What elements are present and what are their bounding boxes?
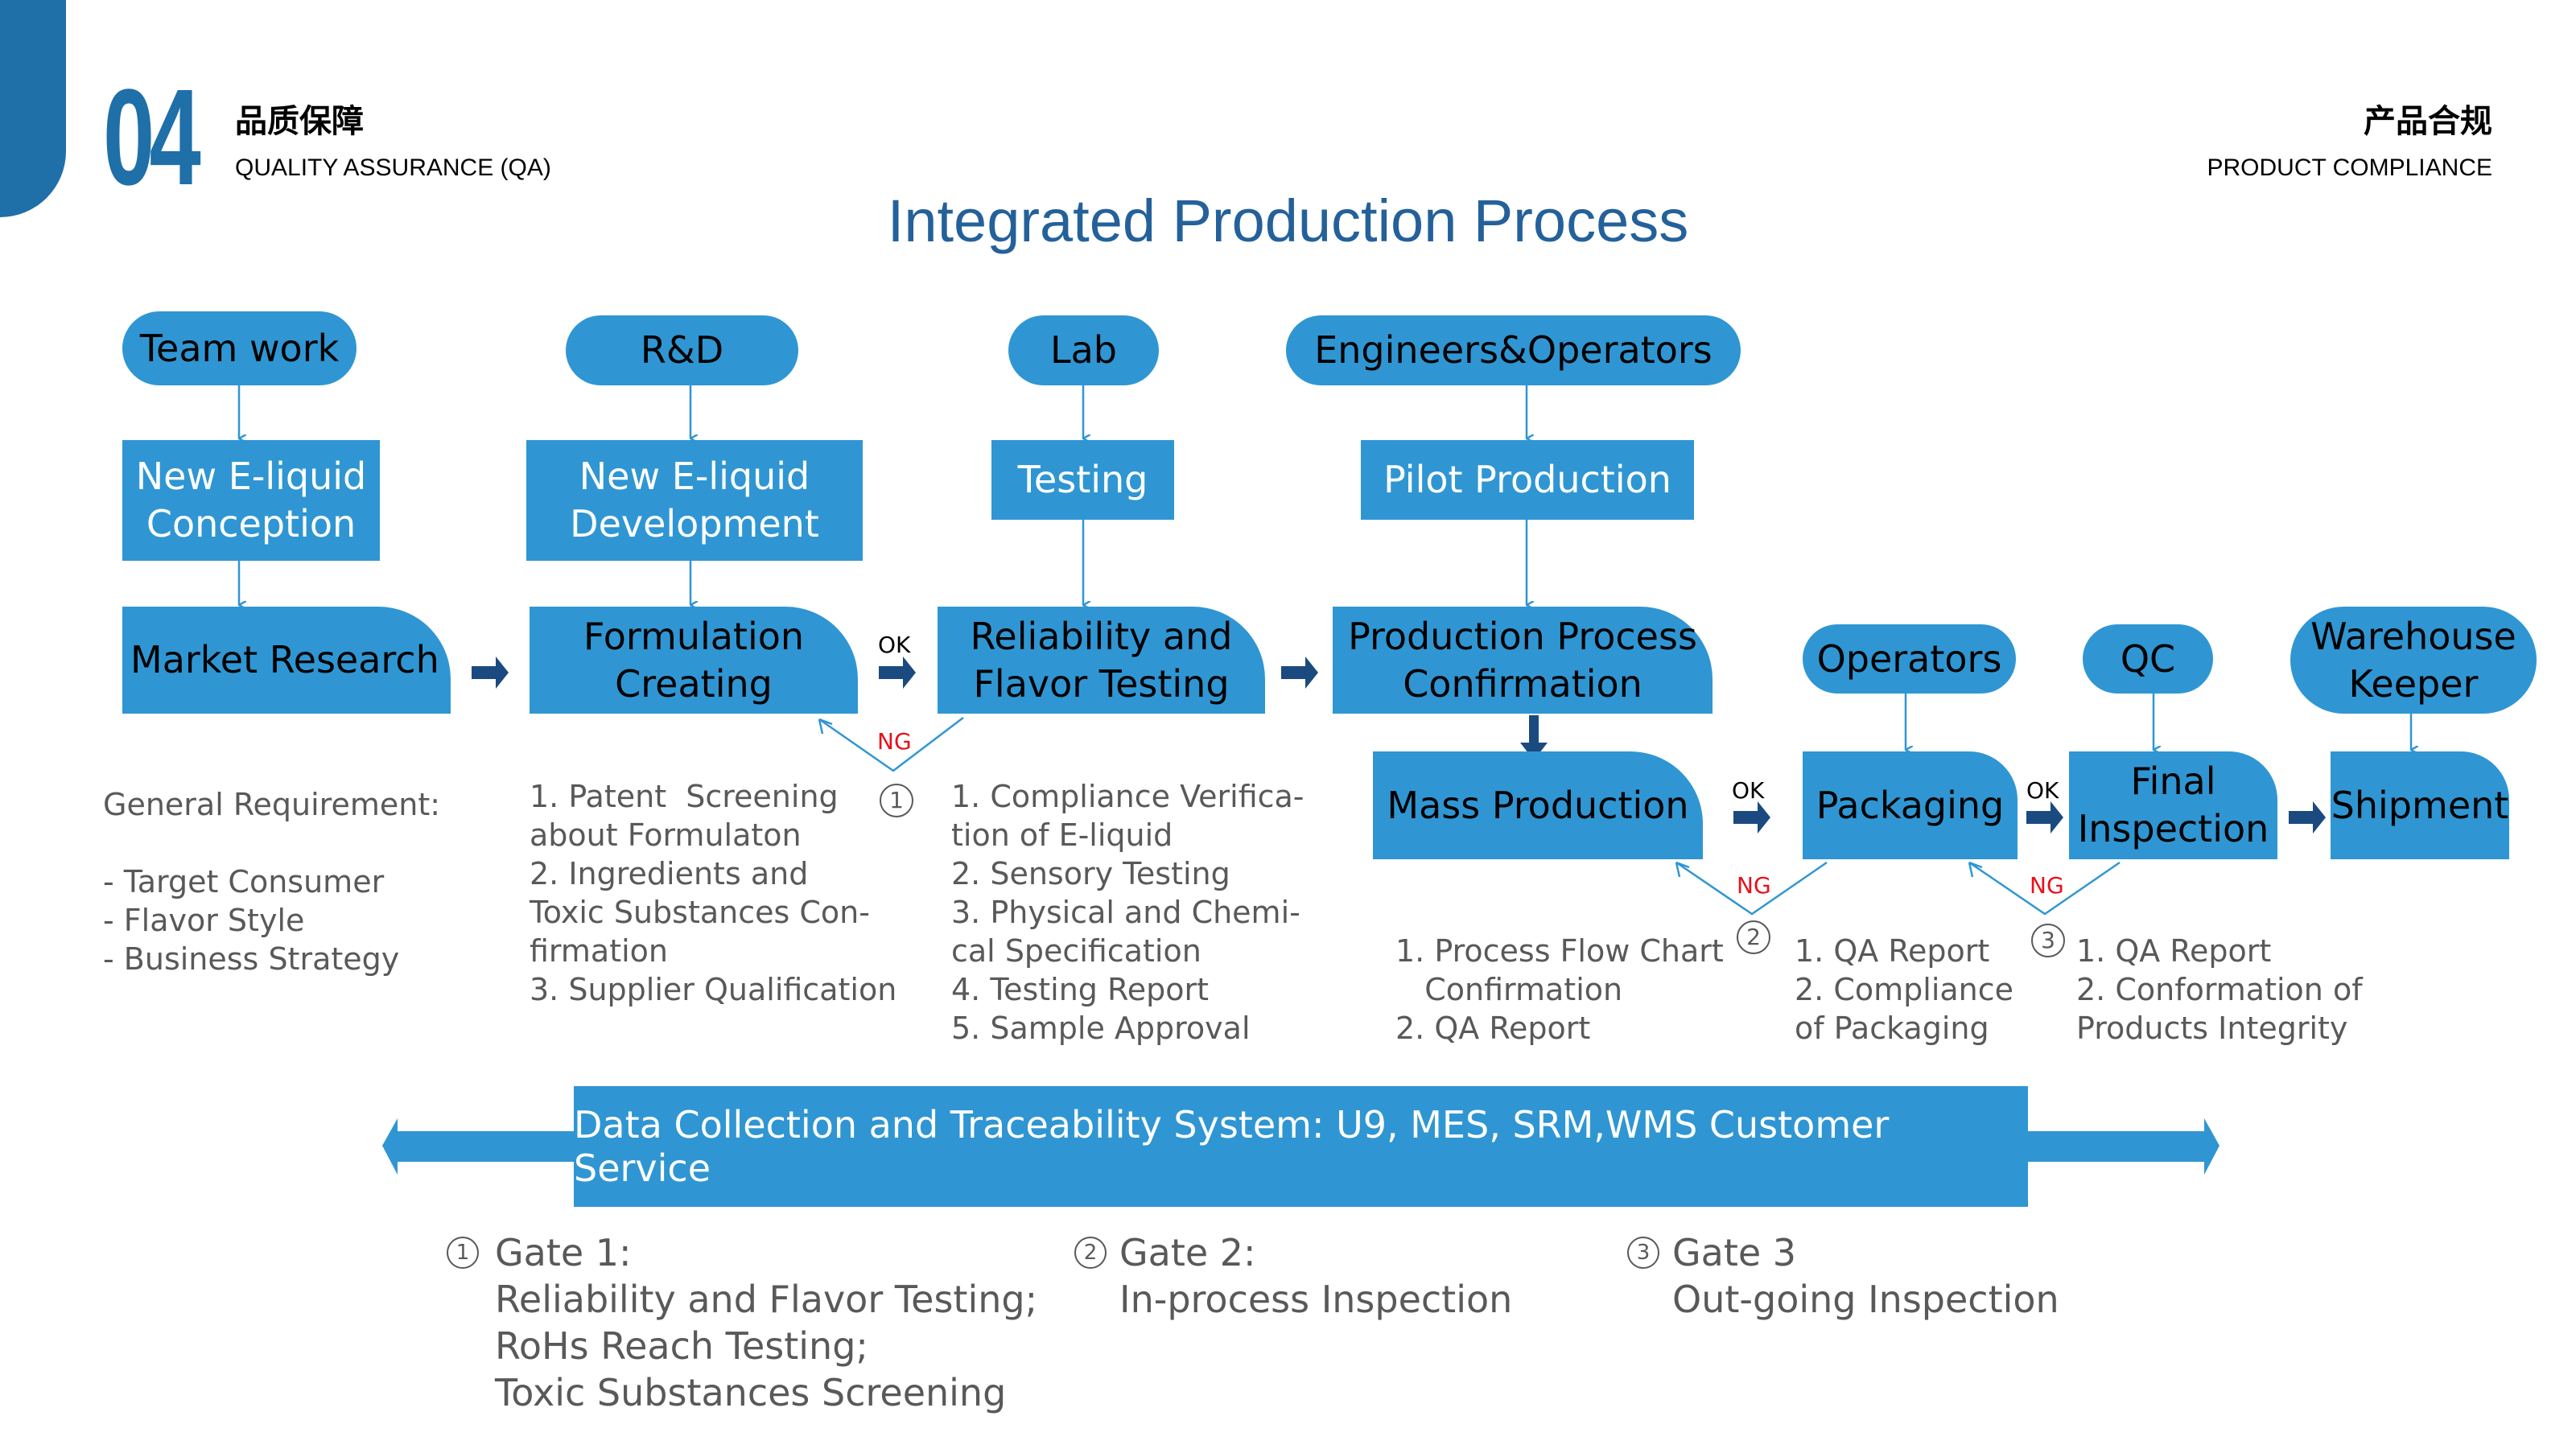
gate-legend-3-marker: 3 (1627, 1237, 1659, 1269)
step-mass-production: Mass Production (1373, 751, 1703, 859)
gate-legend-1-marker: 1 (447, 1237, 479, 1269)
ng-label-gate1: NG (877, 728, 912, 755)
gate-legend-2-marker: 2 (1074, 1237, 1107, 1269)
section-title-en: QUALITY ASSURANCE (QA) (235, 154, 551, 181)
step-packaging: Packaging (1803, 751, 2018, 859)
ok-label-mass: OK (1732, 777, 1765, 804)
block-arrow-market-formulation (472, 657, 509, 689)
right-title-en: PRODUCT COMPLIANCE (2207, 154, 2493, 181)
ng-label-gate2: NG (1737, 872, 1771, 899)
note-market-research: General Requirement: - Target Consumer -… (103, 787, 441, 977)
block-arrow-ppc-mass (1520, 715, 1548, 760)
gate3-marker: 3 (2031, 924, 2065, 957)
role-qc: QC (2083, 624, 2213, 694)
ng-loop-gate1 (818, 717, 964, 772)
step-market-research: Market Research (122, 607, 451, 714)
ng-loop-gate2-head (1675, 861, 1690, 878)
role-operators: Operators (1803, 624, 2016, 694)
gate-legend-3-body: Out-going Inspection (1672, 1278, 2059, 1321)
step-testing: Testing (991, 440, 1174, 520)
role-warehouse-keeper: Warehouse Keeper (2290, 607, 2537, 714)
gate-legend-1-title: Gate 1: (495, 1231, 632, 1274)
corner-tab-decoration (0, 0, 66, 217)
step-formulation-creating: Formulation Creating (530, 607, 858, 714)
gate2-marker: 2 (1737, 920, 1770, 954)
block-arrow-mass-packaging (1733, 801, 1770, 834)
block-arrow-formulation-reliability (879, 657, 916, 689)
ng-loop-gate3-head (1968, 861, 1983, 878)
step-production-process-confirmation: Production Process Confirmation (1333, 607, 1713, 714)
step-reliability-flavor-testing: Reliability and Flavor Testing (938, 607, 1265, 714)
role-rnd: R&D (566, 315, 798, 385)
block-arrow-reliability-ppc (1281, 657, 1318, 689)
right-title-zh: 产品合规 (2364, 103, 2492, 140)
role-lab: Lab (1008, 315, 1159, 385)
step-conception: New E-liquid Conception (122, 440, 380, 561)
step-pilot-production: Pilot Production (1361, 440, 1694, 520)
note-final-inspection: 1. QA Report 2. Conformation of Products… (2076, 933, 2363, 1046)
ng-loop-gate2 (1675, 861, 1828, 916)
note-mass-production: 1. Process Flow Chart Confirmation 2. QA… (1395, 933, 1724, 1046)
step-shipment: Shipment (2331, 751, 2509, 859)
gate1-marker: 1 (880, 784, 913, 817)
note-formulation: 1. Patent Screening about Formulaton 2. … (530, 779, 897, 1007)
data-traceability-system: Data Collection and Traceability System:… (574, 1086, 2028, 1207)
gate-legend-3-title: Gate 3 (1672, 1231, 1797, 1274)
role-team-work: Team work (122, 311, 357, 385)
step-final-inspection: Final Inspection (2069, 751, 2277, 859)
ok-label-packaging: OK (2026, 777, 2059, 804)
block-arrow-packaging-final (2026, 801, 2063, 834)
role-engineers-operators: Engineers&Operators (1286, 315, 1741, 385)
gate-legend-1-body: Reliability and Flavor Testing; RoHs Rea… (495, 1278, 1038, 1414)
gate-legend-2-body: In-process Inspection (1119, 1278, 1513, 1321)
step-development: New E-liquid Development (526, 440, 863, 561)
block-arrow-final-shipment (2289, 801, 2326, 834)
page-title: Integrated Production Process (887, 187, 1689, 254)
ok-label-formulation: OK (878, 632, 911, 658)
gate-legend-2-title: Gate 2: (1119, 1231, 1256, 1274)
ng-label-gate3: NG (2030, 872, 2064, 899)
section-title-zh: 品质保障 (235, 103, 364, 140)
note-reliability: 1. Compliance Verifica- tion of E-liquid… (951, 779, 1304, 1046)
note-packaging: 1. QA Report 2. Compliance of Packaging (1795, 933, 2014, 1046)
ng-loop-gate3 (1968, 861, 2121, 916)
ng-loop-gate1-head (818, 718, 833, 735)
section-number: 04 (103, 61, 201, 214)
